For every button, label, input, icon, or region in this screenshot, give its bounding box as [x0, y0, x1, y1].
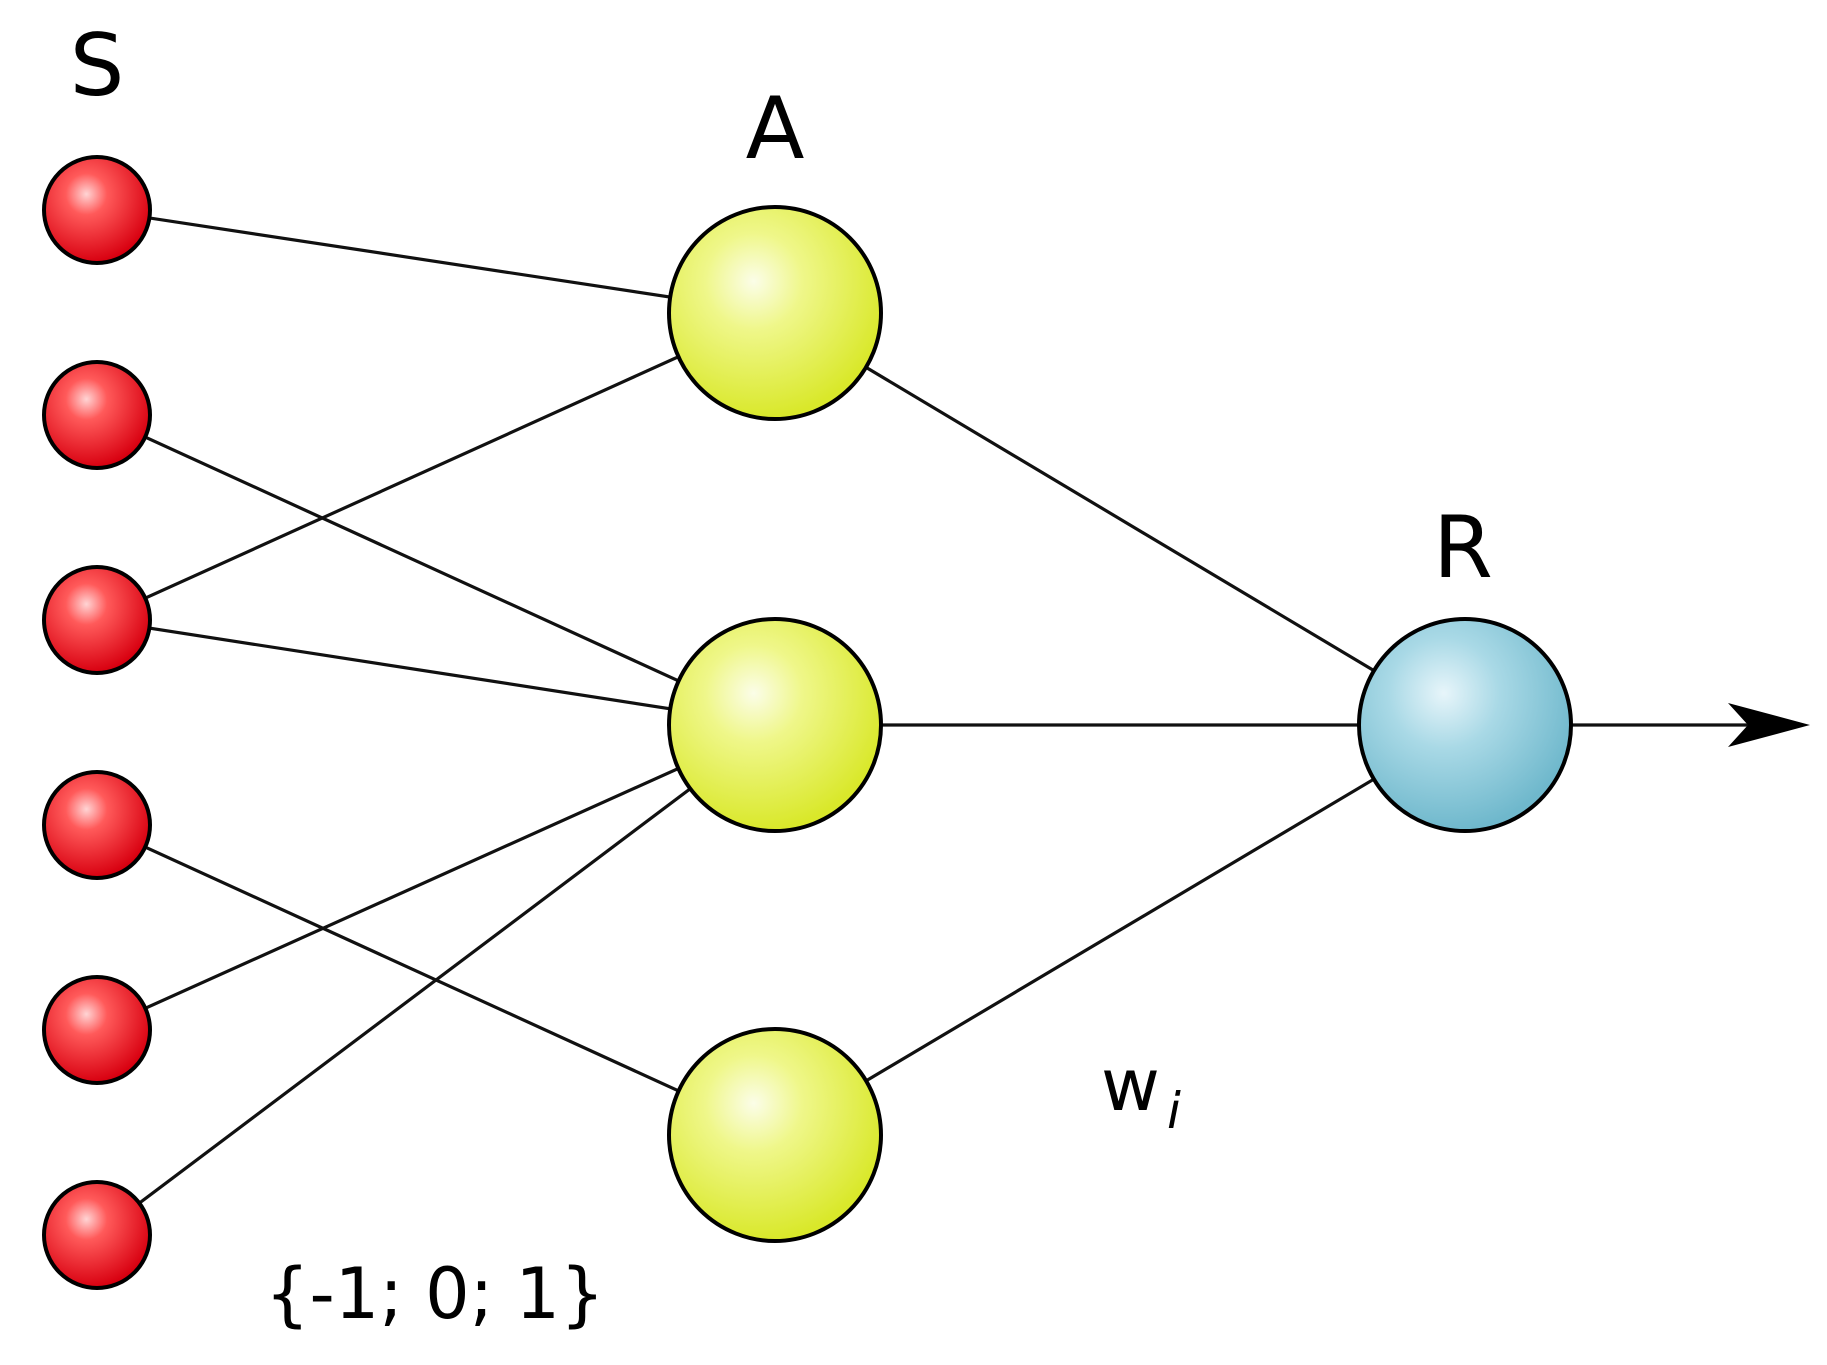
edge-s1-a1 [96, 208, 776, 315]
weight-label-main: w [1101, 1043, 1160, 1127]
sa-weight-values-label: {-1; 0; 1} [265, 1253, 605, 1335]
edge-s3-a2 [96, 618, 776, 727]
output-arrow [1570, 703, 1810, 747]
response-neuron-1 [1357, 617, 1573, 833]
neurons-group [42, 155, 1573, 1290]
association-neuron-1 [667, 205, 883, 421]
edge-s6-a2 [96, 723, 776, 1237]
sensor-neuron-6 [42, 1180, 152, 1290]
connections-group [96, 208, 1466, 1237]
edge-s2-a2 [96, 413, 776, 727]
edge-a3-r1 [774, 723, 1466, 1137]
edge-s3-a1 [96, 311, 776, 622]
sensor-neuron-4 [42, 770, 152, 880]
sensor-layer-label: S [70, 16, 125, 116]
output-arrow-head [1728, 703, 1810, 747]
association-neuron-3 [667, 1027, 883, 1243]
association-layer-label: A [746, 79, 805, 179]
weight-label-subscript: i [1167, 1082, 1181, 1140]
association-neuron-2 [667, 617, 883, 833]
edge-a1-r1 [774, 311, 1466, 727]
edge-s5-a2 [96, 723, 776, 1032]
sensor-neuron-3 [42, 565, 152, 675]
weight-label: w i [1101, 1043, 1181, 1140]
response-layer-label: R [1433, 498, 1493, 598]
sensor-neuron-2 [42, 360, 152, 470]
sensor-neuron-5 [42, 975, 152, 1085]
sensor-neuron-1 [42, 155, 152, 265]
